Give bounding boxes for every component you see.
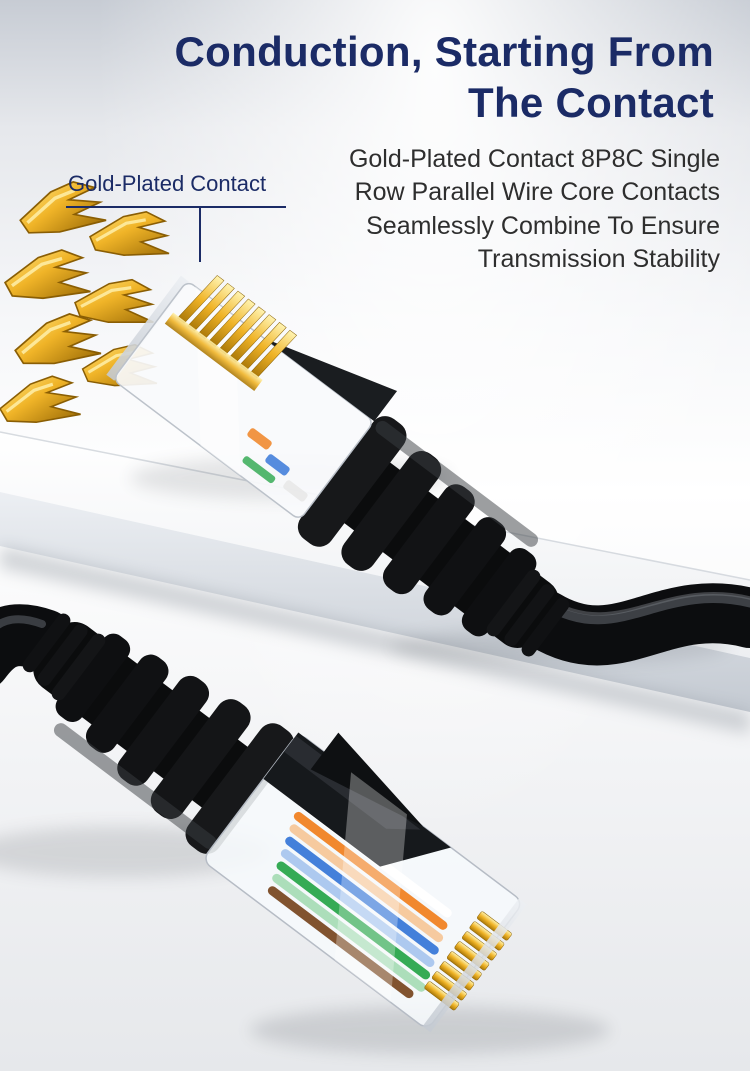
subheading: Gold-Plated Contact 8P8C Single Row Para…	[348, 145, 720, 273]
gold-pin-comb	[177, 275, 298, 379]
gold-contact-icon	[0, 372, 83, 427]
rj45-connector-lower	[205, 732, 527, 1033]
gold-contact-icon	[2, 247, 93, 302]
rj45-connector-upper	[106, 275, 398, 518]
headline: Conduction, Starting From The Contact	[174, 28, 714, 127]
gold-contact-icon	[87, 206, 174, 260]
callout-label: Gold-Plated Contact	[68, 171, 267, 196]
callout-leader-line	[66, 206, 286, 262]
gold-contact-icon	[10, 309, 104, 370]
lower-ethernet-cable	[0, 604, 75, 684]
upper-ethernet-cable	[515, 583, 750, 666]
